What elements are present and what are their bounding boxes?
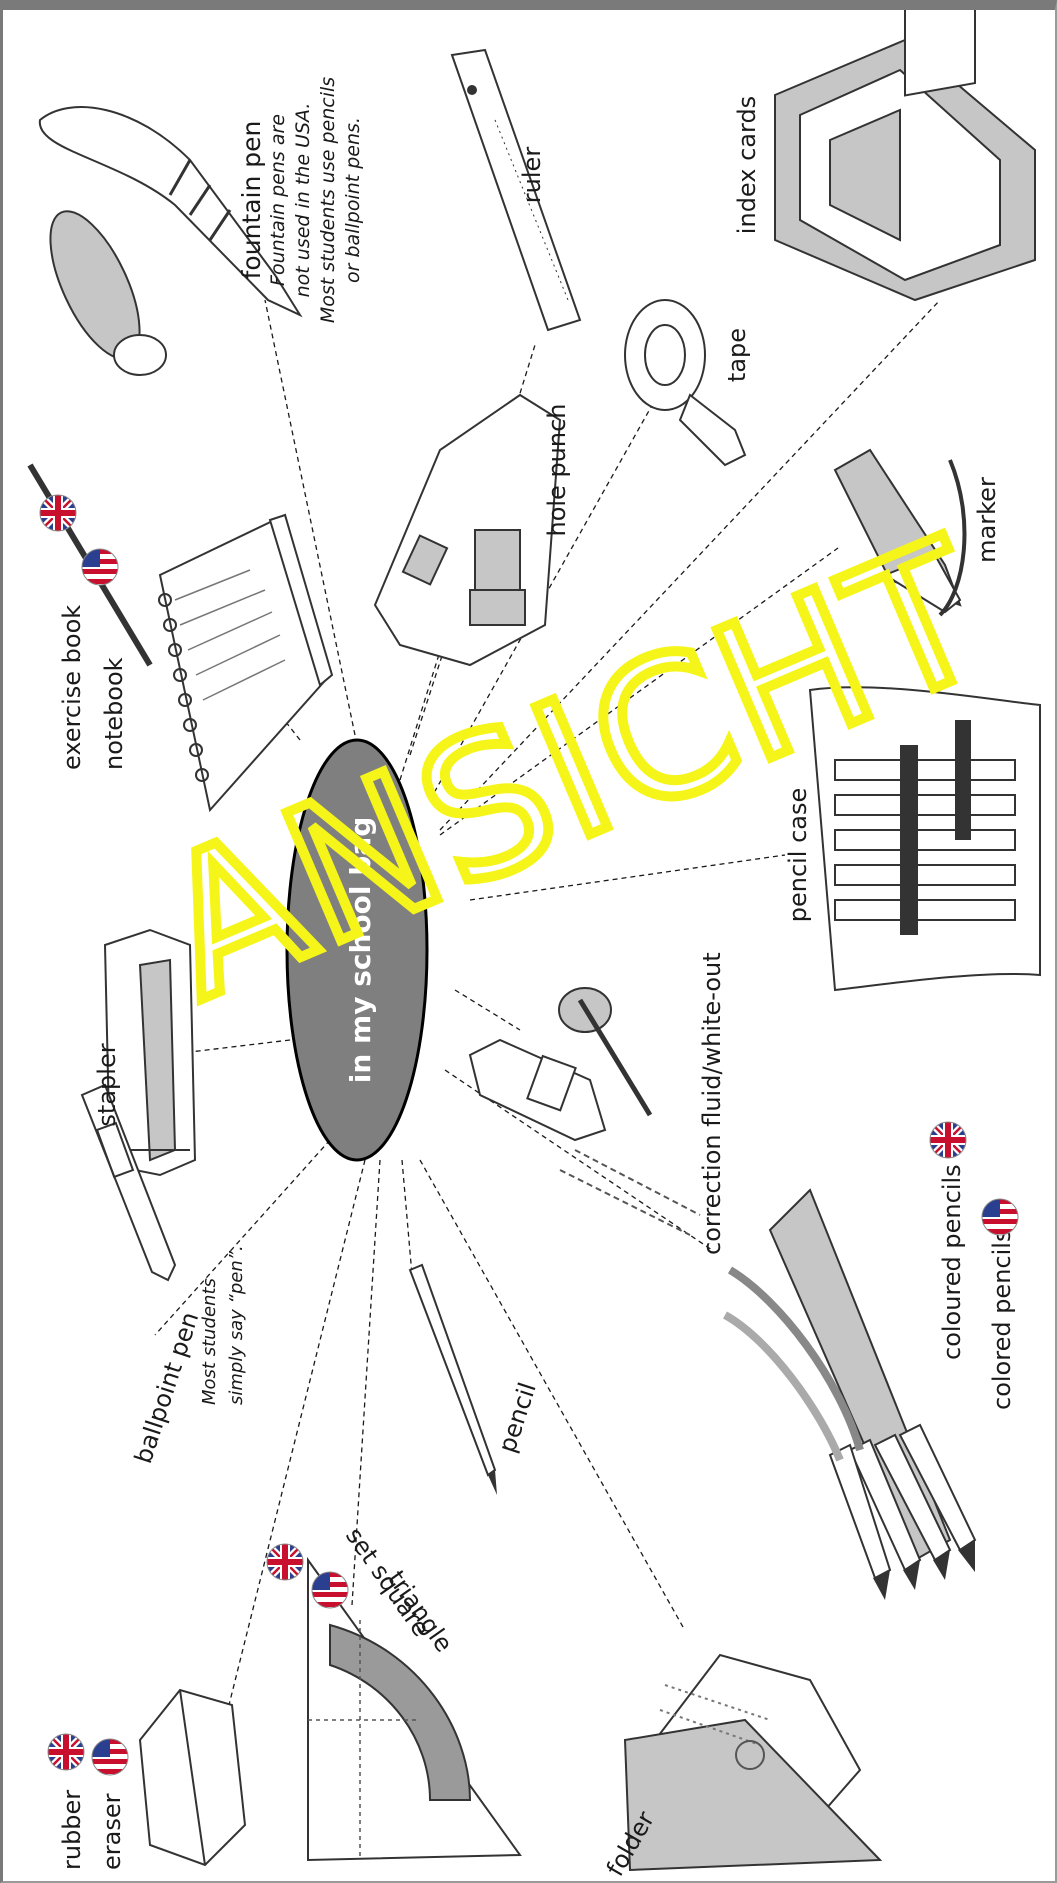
uk-flag-icon — [48, 1734, 84, 1770]
ruler-icon — [452, 50, 580, 330]
correction-fluid-label: correction fluid/white-out — [698, 952, 726, 1255]
marker-label: marker — [973, 477, 1001, 563]
uk-flag-icon — [930, 1122, 966, 1158]
fountain-pen-note-2: not used in the USA. — [292, 103, 314, 298]
colored-pencils-label: colored pencils — [988, 1230, 1016, 1410]
stapler-label: stapler — [93, 1043, 121, 1126]
us-flag-icon — [982, 1199, 1018, 1235]
us-flag-icon — [312, 1572, 348, 1608]
uk-flag-icon — [40, 495, 76, 531]
us-flag-icon — [82, 549, 118, 585]
ballpoint-pen-note-2: simply say “pen”. — [226, 1245, 247, 1405]
exercise-book-label: exercise book — [58, 605, 86, 770]
index-cards-icon — [775, 0, 1035, 300]
fountain-pen-label: fountain pen — [237, 121, 266, 280]
folder-icon — [625, 1655, 880, 1870]
fountain-pen-note-4: or ballpoint pens. — [342, 117, 364, 283]
uk-flag-icon — [267, 1544, 303, 1580]
hole-punch-label: hole punch — [543, 403, 571, 536]
coloured-pencils-label: coloured pencils — [938, 1164, 966, 1360]
index-cards-label: index cards — [733, 96, 761, 234]
ballpoint-pen-note-1: Most students — [199, 1278, 220, 1405]
eraser-icon — [140, 1690, 245, 1865]
pencil-label: pencil — [493, 1379, 542, 1456]
fountain-pen-note-1: Fountain pens are — [267, 114, 289, 286]
us-flag-icon — [92, 1739, 128, 1775]
rubber-label: rubber — [58, 1790, 86, 1870]
correction-fluid-icon — [470, 988, 700, 1235]
ruler-label: ruler — [518, 147, 546, 204]
pencil-case-label: pencil case — [784, 788, 812, 923]
hole-punch-icon — [375, 395, 560, 665]
tape-label: tape — [723, 328, 751, 382]
eraser-label: eraser — [98, 1793, 126, 1870]
ballpoint-pen-label: ballpoint pen — [129, 1309, 204, 1467]
pencil-icon — [410, 1265, 497, 1495]
fountain-pen-note-3: Most students use pencils — [317, 77, 339, 323]
notebook-label: notebook — [100, 657, 128, 770]
